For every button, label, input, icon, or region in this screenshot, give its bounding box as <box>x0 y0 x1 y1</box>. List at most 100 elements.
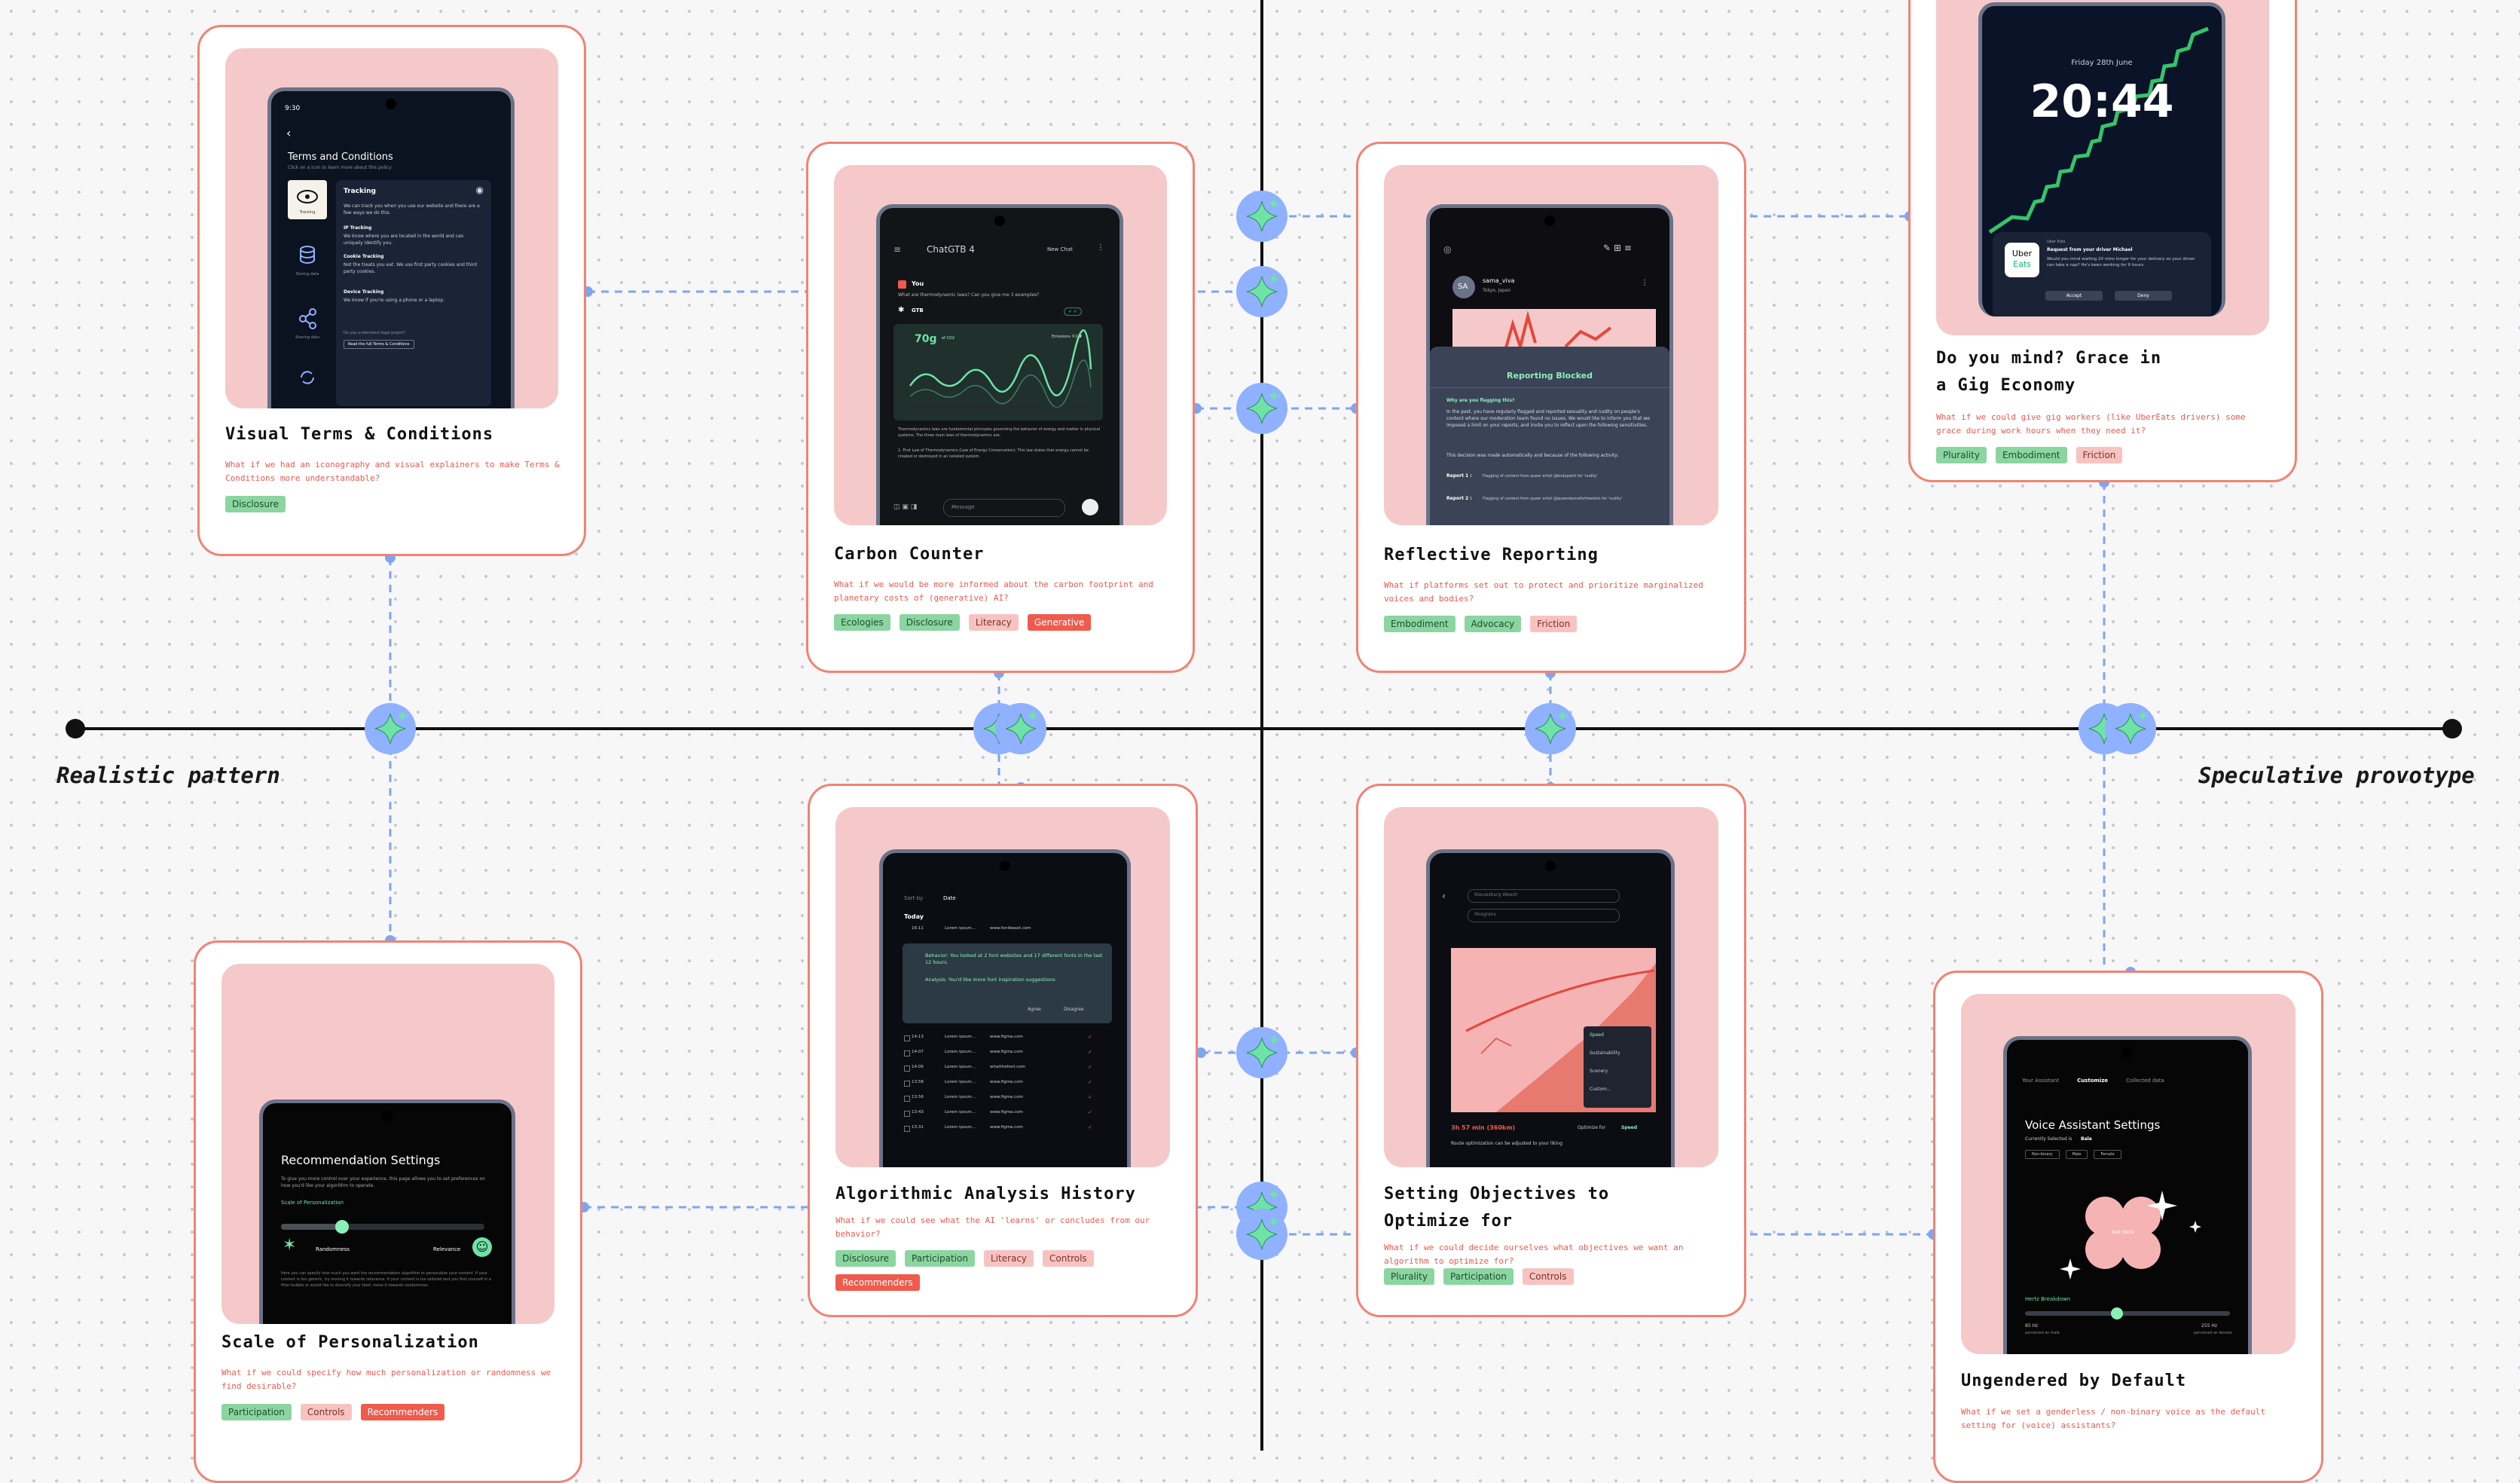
to-field[interactable]: Mosgrens <box>1468 909 1620 922</box>
axis-right-endpoint <box>2442 719 2462 738</box>
hertz-slider[interactable] <box>2025 1307 2230 1319</box>
optimize-value[interactable]: Speed <box>1621 1125 1638 1130</box>
checkbox[interactable] <box>904 1050 910 1056</box>
tracking-tile[interactable]: Tracking <box>288 180 327 219</box>
voice-chip[interactable]: Male <box>2065 1150 2088 1159</box>
tag-controls[interactable]: Controls <box>1522 1268 1574 1285</box>
tag-controls[interactable]: Controls <box>300 1404 352 1420</box>
card-gig-economy[interactable]: Friday 28th June 20:44 Uber Eats Uber Ea… <box>1908 0 2297 482</box>
checkbox[interactable] <box>904 1126 910 1132</box>
sync-tile[interactable] <box>288 362 327 393</box>
checkbox[interactable] <box>904 1066 910 1072</box>
tab-collected-data[interactable]: Collected data <box>2126 1078 2164 1084</box>
tag-literacy[interactable]: Literacy <box>983 1250 1034 1267</box>
emissions-wave <box>909 329 1092 408</box>
card-reflective-reporting[interactable]: ◎ ✎ ⊞ ≡ SA sama_viva Tokyo, Japan ⋮ Repo… <box>1356 142 1746 673</box>
option-speed[interactable]: Speed <box>1590 1032 1604 1038</box>
tab-customize[interactable]: Customize <box>2077 1078 2109 1084</box>
disagree-button[interactable]: Disagree <box>1064 1007 1084 1012</box>
slider-knob[interactable] <box>2111 1307 2124 1319</box>
tag-literacy[interactable]: Literacy <box>968 614 1019 631</box>
tag-participation[interactable]: Participation <box>1443 1268 1514 1285</box>
card-title: Reflective Reporting <box>1384 546 1599 564</box>
tag-disclosure[interactable]: Disclosure <box>899 614 960 631</box>
checkbox[interactable] <box>904 1111 910 1117</box>
tag-friction[interactable]: Friction <box>2076 447 2123 463</box>
tag-embodiment[interactable]: Embodiment <box>1384 616 1455 632</box>
checkbox[interactable] <box>904 1035 910 1041</box>
slider-fill <box>281 1224 342 1230</box>
deny-button[interactable]: Deny <box>2115 291 2172 301</box>
sharing-data-tile[interactable]: Sharing data <box>288 304 327 346</box>
selected-voice[interactable]: Bala <box>2081 1136 2092 1142</box>
option-custom[interactable]: Custom... <box>1590 1087 1611 1092</box>
card-visual-terms[interactable]: 9:30 ‹ Terms and Conditions Click on a i… <box>197 25 586 556</box>
card-description: What if we would be more informed about … <box>834 579 1153 603</box>
tag-ecologies[interactable]: Ecologies <box>834 614 890 631</box>
message-input[interactable]: Message <box>943 499 1065 517</box>
option-scenery[interactable]: Scenery <box>1590 1069 1608 1074</box>
tag-disclosure[interactable]: Disclosure <box>225 496 286 512</box>
history-text: Lorem ipsum... <box>945 1110 976 1115</box>
tag-embodiment[interactable]: Embodiment <box>1995 447 2067 463</box>
card-title: Ungendered by Default <box>1961 1371 2187 1390</box>
slider-knob[interactable] <box>335 1220 349 1234</box>
read-terms-button[interactable]: Read the full Terms & Conditions <box>344 340 414 349</box>
database-icon <box>300 246 315 264</box>
back-icon[interactable]: ‹ <box>1442 891 1446 901</box>
sort-dropdown[interactable]: Date <box>943 895 956 901</box>
history-row[interactable]: 16:11 Lorem ipsum... www.fontbeast.com <box>912 926 1031 931</box>
from-field[interactable]: Nieuwsburg Weesh <box>1468 889 1620 903</box>
back-icon[interactable]: ‹ <box>286 126 292 140</box>
logo-icon: ◎ <box>1443 244 1452 255</box>
more-icon[interactable]: ⋮ <box>1641 279 1648 287</box>
camera-icon[interactable]: ◫ ▣ ◨ <box>893 503 918 511</box>
checkbox[interactable] <box>904 1096 910 1102</box>
storing-data-tile[interactable]: Storing data <box>288 240 327 283</box>
more-icon[interactable]: ⋮ <box>1097 243 1104 252</box>
tag-recommenders[interactable]: Recommenders <box>360 1404 445 1420</box>
menu-icon[interactable]: ≡ <box>893 244 902 255</box>
tag-participation[interactable]: Participation <box>905 1250 975 1267</box>
voice-chip[interactable]: Non-binary <box>2025 1150 2060 1159</box>
tag-plurality[interactable]: Plurality <box>1384 1268 1434 1285</box>
tag-friction[interactable]: Friction <box>1530 616 1578 632</box>
accept-button[interactable]: Accept <box>2045 291 2103 301</box>
test-voice-label[interactable]: Test Voice <box>2112 1230 2134 1235</box>
tag-participation[interactable]: Participation <box>221 1404 292 1420</box>
card-scale-personalization[interactable]: Recommendation Settings To give you more… <box>194 940 582 1483</box>
notification-card[interactable]: Uber Eats Uber Eats Request from your dr… <box>1993 232 2211 316</box>
tag-controls[interactable]: Controls <box>1043 1250 1094 1267</box>
phone-mockup: Friday 28th June 20:44 Uber Eats Uber Ea… <box>1978 2 2225 316</box>
tag-recommenders[interactable]: Recommenders <box>835 1274 920 1291</box>
card-carbon-counter[interactable]: ≡ ChatGTB 4 New Chat ⋮ You What are ther… <box>806 142 1195 673</box>
checkbox[interactable] <box>904 1081 910 1087</box>
tab-your-assistant[interactable]: Your Assistant <box>2022 1078 2060 1084</box>
toolbar-icons[interactable]: ✎ ⊞ ≡ <box>1603 243 1632 253</box>
axis-left-endpoint <box>66 719 85 738</box>
option-sustainability[interactable]: Sustainability <box>1590 1050 1620 1056</box>
voice-chip[interactable]: Female <box>2094 1150 2121 1159</box>
tag-disclosure[interactable]: Disclosure <box>835 1250 897 1267</box>
personalization-slider[interactable] <box>281 1220 484 1234</box>
headphones-button[interactable] <box>1082 499 1098 515</box>
flag-icon: ✓ <box>1088 1064 1092 1070</box>
agree-button[interactable]: Agree <box>1028 1007 1041 1012</box>
card-algorithmic-history[interactable]: Sort by Date Today 16:11 Lorem ipsum... … <box>808 784 1198 1317</box>
tag-plurality[interactable]: Plurality <box>1936 447 1987 463</box>
voice-blob[interactable] <box>2007 1160 2248 1311</box>
tag-advocacy[interactable]: Advocacy <box>1464 616 1522 632</box>
tag-generative[interactable]: Generative <box>1027 614 1092 631</box>
new-chat-button[interactable]: New Chat <box>1047 246 1073 252</box>
